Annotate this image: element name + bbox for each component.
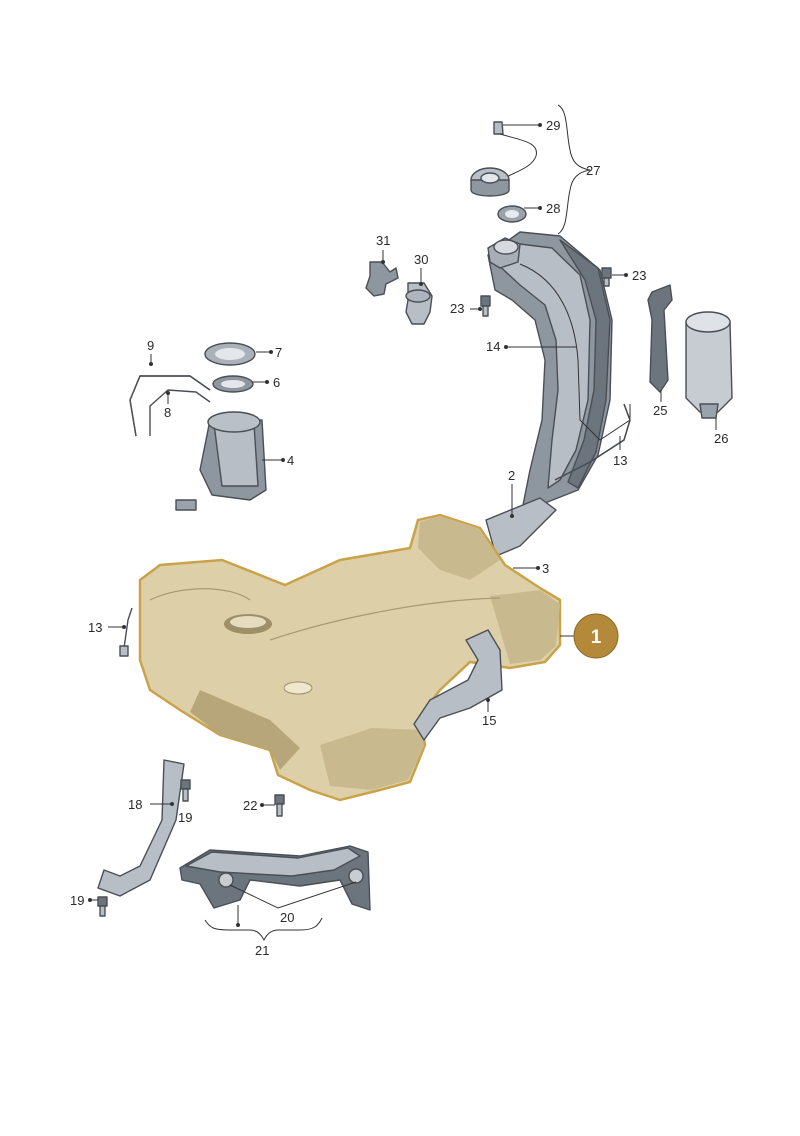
label-23-upper: 23 — [632, 268, 646, 283]
filler-hose-part — [485, 497, 557, 557]
label-20: 20 — [280, 910, 294, 925]
label-2: 2 — [508, 468, 515, 483]
bolt-22 — [274, 794, 285, 817]
canister-bracket-part — [647, 284, 673, 393]
carbon-canister-part — [685, 311, 733, 419]
label-26: 26 — [714, 431, 728, 446]
label-22: 22 — [243, 798, 257, 813]
filler-cap-part — [470, 121, 537, 223]
label-14: 14 — [486, 339, 500, 354]
fuel-pump-module-part — [175, 342, 267, 511]
bolt-19-upper — [180, 779, 191, 802]
vent-line-upper-part — [554, 403, 631, 481]
label-21: 21 — [255, 943, 269, 958]
label-3: 3 — [542, 561, 549, 576]
label-23-lower: 23 — [450, 301, 464, 316]
label-28: 28 — [546, 201, 560, 216]
label-30: 30 — [414, 252, 428, 267]
leader-lines — [88, 104, 717, 942]
label-25: 25 — [653, 403, 667, 418]
heat-shield-part — [413, 629, 503, 741]
vent-valve-part — [405, 282, 433, 325]
fuel-line-part — [129, 375, 211, 437]
tank-strap-part — [97, 759, 185, 897]
bolt-23-lower — [480, 295, 491, 317]
label-6: 6 — [273, 375, 280, 390]
label-29: 29 — [546, 118, 560, 133]
label-13-lower: 13 — [88, 620, 102, 635]
label-19-lower: 19 — [70, 893, 84, 908]
part-number-labels: 29 27 28 31 30 23 23 14 9 7 6 8 4 25 26 … — [70, 118, 728, 958]
callout-badge[interactable]: 1 — [573, 613, 619, 659]
fuel-tank-part — [138, 513, 562, 802]
vent-elbow-part — [365, 261, 399, 297]
callout-label: 1 — [591, 627, 602, 648]
label-9: 9 — [147, 338, 154, 353]
filler-neck-part — [487, 231, 631, 521]
label-13-upper: 13 — [613, 453, 627, 468]
bolt-19-lower — [97, 896, 108, 917]
label-18: 18 — [128, 797, 142, 812]
label-19-upper: 19 — [178, 810, 192, 825]
bolt-23-upper — [601, 267, 612, 287]
label-8: 8 — [164, 405, 171, 420]
label-15: 15 — [482, 713, 496, 728]
label-27: 27 — [586, 163, 600, 178]
label-7: 7 — [275, 345, 282, 360]
vent-line-lower-part — [119, 607, 133, 657]
crossmember-part — [179, 845, 371, 911]
label-4: 4 — [287, 453, 294, 468]
label-31: 31 — [376, 233, 390, 248]
